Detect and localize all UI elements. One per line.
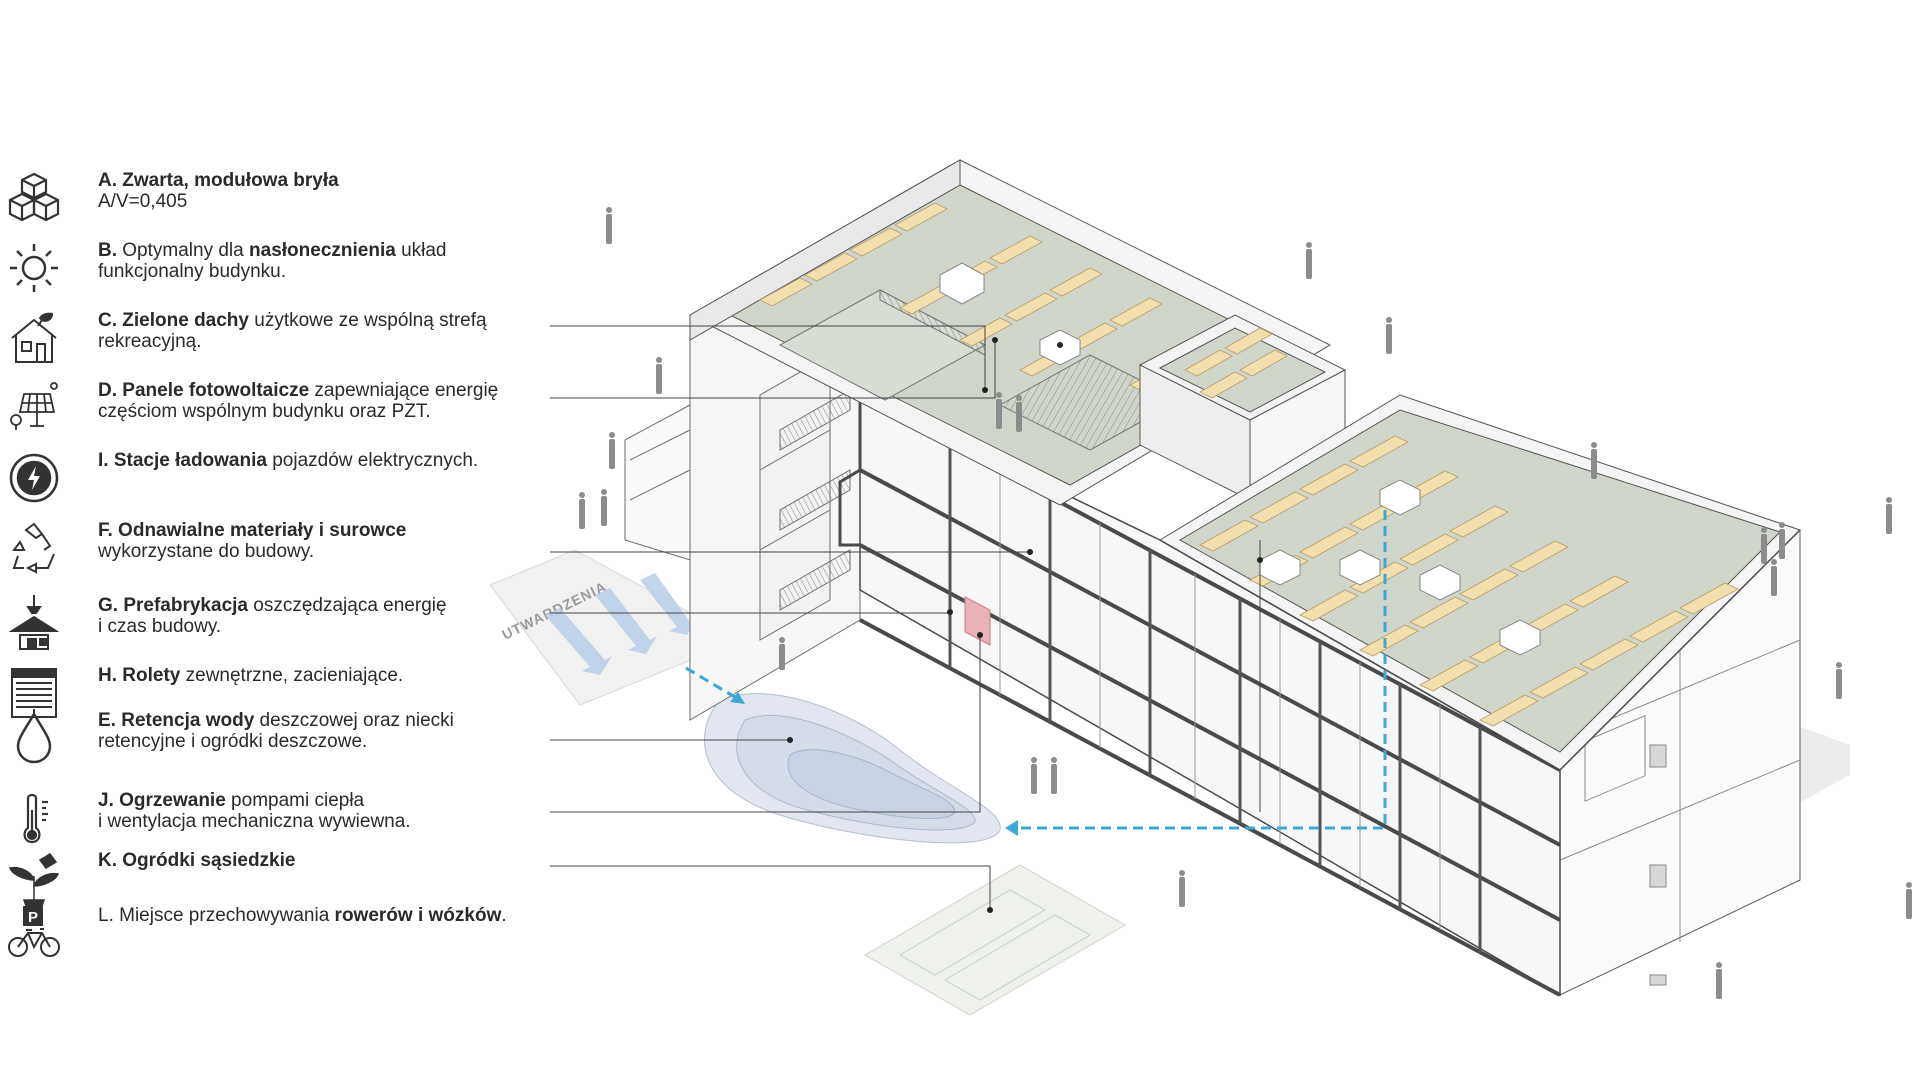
water-drop-icon (6, 710, 62, 766)
neighbourhood-gardens (863, 864, 1127, 1016)
garden-plant-icon (6, 850, 62, 907)
rainwater-flow-arrow (685, 510, 1387, 830)
legend-segment: pojazdów elektrycznych. (266, 450, 479, 471)
rooftop-units-lower (1259, 479, 1541, 656)
legend-segment: zapewniające energię (309, 380, 499, 401)
legend-segment: C. Zielone dachy (98, 310, 249, 331)
legend-segment: oszczędzająca energię (247, 595, 447, 616)
solar-panel-icon (6, 380, 62, 436)
legend-line: wykorzystane do budowy. (98, 541, 558, 562)
legend-segment: retencyjne i ogródki deszczowe. (98, 731, 368, 752)
legend-segment: i wentylacja mechaniczna wywiewna. (98, 811, 411, 832)
legend-segment: zewnętrzne, zacieniające. (180, 665, 404, 686)
parking-sign-letter: P (28, 909, 38, 926)
legend-segment: pompami ciepła (225, 790, 365, 811)
bike-parking-icon: P (6, 905, 62, 961)
paving-area: UTWARDZENIA (489, 549, 742, 706)
legend-segment: E. Retencja wody (98, 710, 255, 731)
legend-line: F. Odnawialne materiały i surowce (98, 520, 558, 541)
legend-segment: i czas budowy. (98, 616, 222, 637)
legend-line: funkcjonalny budynku. (98, 261, 558, 282)
legend-line: E. Retencja wody deszczowej oraz niecki (98, 710, 558, 731)
legend-text: L. Miejsce przechowywania rowerów i wózk… (98, 905, 558, 926)
recycle-icon (6, 520, 62, 576)
legend-line: G. Prefabrykacja oszczędzająca energię (98, 595, 558, 616)
legend-segment: użytkowe ze wspólną strefą (248, 310, 487, 331)
prefab-module-highlight (964, 596, 991, 646)
legend-segment: G. Prefabrykacja (98, 595, 248, 616)
legend-line: D. Panele fotowoltaicze zapewniające ene… (98, 380, 558, 401)
legend-line: L. Miejsce przechowywania rowerów i wózk… (98, 905, 558, 926)
legend-line: i czas budowy. (98, 616, 558, 637)
legend-text: K. Ogródki sąsiedzkie (98, 850, 558, 871)
legend-segment: A/V=0,405 (98, 191, 188, 212)
legend-segment: rekreacyjną. (98, 331, 202, 352)
modular-cubes-icon (6, 170, 62, 226)
legend-segment: L. Miejsce przechowywania (98, 905, 335, 926)
legend-line: retencyjne i ogródki deszczowe. (98, 731, 558, 752)
legend-segment: H. Rolety (98, 665, 181, 686)
legend-segment: układ (395, 240, 447, 261)
sun-icon (6, 240, 62, 296)
legend-line: częściom wspólnym budynku oraz PZT. (98, 401, 558, 422)
legend-segment: nasłonecznienia (249, 240, 396, 261)
legend-segment: funkcjonalny budynku. (98, 261, 287, 282)
legend-line: A/V=0,405 (98, 191, 558, 212)
legend-segment: I. Stacje ładowania (98, 450, 267, 471)
legend-line: A. Zwarta, modułowa bryła (98, 170, 558, 191)
legend-segment: F. Odnawialne materiały i surowce (98, 520, 407, 541)
legend-segment: wykorzystane do budowy. (98, 541, 315, 562)
retention-basin (704, 693, 1001, 844)
legend-line: C. Zielone dachy użytkowe ze wspólną str… (98, 310, 558, 331)
legend-segment: częściom wspólnym budynku oraz PZT. (98, 401, 431, 422)
legend-segment: deszczowej oraz niecki (254, 710, 454, 731)
legend-text: I. Stacje ładowania pojazdów elektryczny… (98, 450, 558, 471)
legend-segment: B. (98, 240, 123, 261)
thermometer-icon (6, 790, 62, 846)
legend-line: B. Optymalny dla nasłonecznienia układ (98, 240, 558, 261)
legend-segment: rowerów i wózków (334, 905, 502, 926)
people-silhouettes (579, 207, 1912, 999)
legend-segment: Optymalny dla (122, 240, 250, 261)
building-section (838, 393, 1561, 997)
legend-line: H. Rolety zewnętrzne, zacieniające. (98, 665, 558, 686)
legend-text: C. Zielone dachy użytkowe ze wspólną str… (98, 310, 558, 352)
ev-charging-icon (6, 450, 62, 506)
legend-segment: J. Ogrzewanie (98, 790, 226, 811)
legend-text: D. Panele fotowoltaicze zapewniające ene… (98, 380, 558, 422)
legend-segment: A. Zwarta, modułowa bryła (98, 170, 339, 191)
legend-line: i wentylacja mechaniczna wywiewna. (98, 811, 558, 832)
legend-segment: D. Panele fotowoltaicze (98, 380, 310, 401)
legend-line: K. Ogródki sąsiedzkie (98, 850, 558, 871)
legend-segment: . (501, 905, 507, 926)
green-roof-house-icon (6, 310, 62, 366)
legend-segment: K. Ogródki sąsiedzkie (98, 850, 296, 871)
legend-text: H. Rolety zewnętrzne, zacieniające. (98, 665, 558, 686)
prefab-crane-icon (6, 595, 62, 651)
legend-line: rekreacyjną. (98, 331, 558, 352)
facade-windows (1649, 744, 1667, 986)
legend-line: J. Ogrzewanie pompami ciepła (98, 790, 558, 811)
legend-line: I. Stacje ładowania pojazdów elektryczny… (98, 450, 558, 471)
